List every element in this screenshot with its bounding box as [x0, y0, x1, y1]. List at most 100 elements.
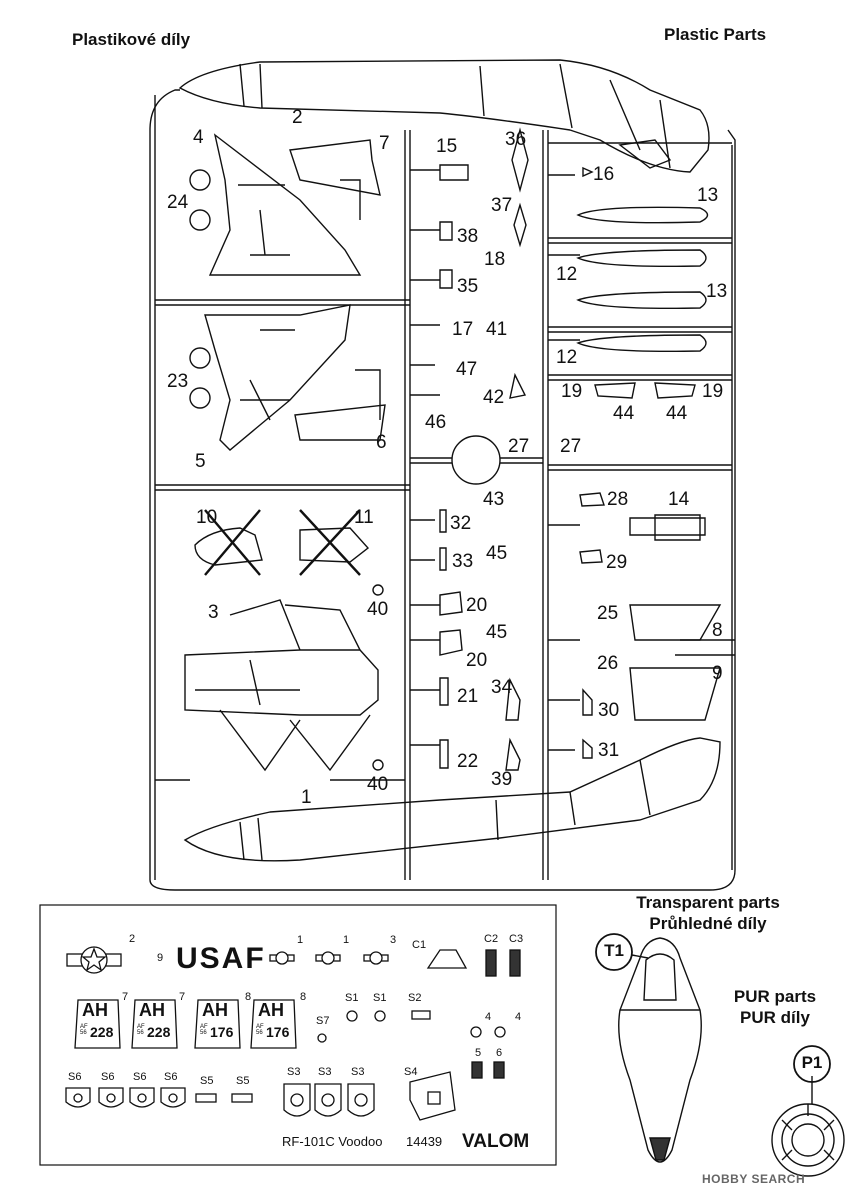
part-number-18: 18: [484, 249, 506, 270]
part-number-25: 25: [597, 603, 619, 624]
decal-label-4: 4: [515, 1011, 522, 1023]
decal-label-8: 8: [300, 991, 307, 1003]
part-number-43: 43: [483, 489, 505, 510]
decal-code-serial: 176: [266, 1024, 290, 1040]
part-number-19: 19: [702, 381, 724, 402]
decal-code-serial: 228: [90, 1024, 114, 1040]
decal-label-1: 1: [343, 934, 350, 946]
part-number-42: 42: [483, 387, 505, 408]
part-number-30: 30: [598, 700, 620, 721]
part-number-16: 16: [593, 164, 615, 185]
part-number-27: 27: [508, 436, 530, 457]
part-number-46: 46: [425, 412, 447, 433]
decal-label-c1: C1: [412, 939, 427, 951]
header-english: Plastic Parts: [664, 25, 767, 44]
decal-label-2: 2: [129, 933, 136, 945]
part-number-20: 20: [466, 650, 488, 671]
part-number-5: 5: [195, 451, 206, 472]
decal-label-s6: S6: [164, 1071, 178, 1083]
product-name: RF-101C Voodoo: [282, 1134, 383, 1149]
decal-label-s6: S6: [101, 1071, 115, 1083]
part-number-26: 26: [597, 653, 619, 674]
decal-code-serial: 228: [147, 1024, 171, 1040]
decal-label-s5: S5: [236, 1075, 250, 1087]
part-p1-label: P1: [801, 1053, 823, 1072]
header-czech: Plastikové díly: [72, 30, 191, 49]
decal-label-9: 9: [157, 952, 164, 964]
brand-logo: VALOM: [462, 1131, 530, 1152]
part-number-38: 38: [457, 226, 479, 247]
part-number-2: 2: [292, 107, 303, 128]
decal-label-4: 4: [485, 1011, 492, 1023]
part-number-15: 15: [436, 136, 458, 157]
watermark: HOBBY SEARCH: [702, 1172, 806, 1186]
part-number-13: 13: [697, 185, 719, 206]
part-number-34: 34: [491, 677, 513, 698]
part-number-47: 47: [456, 359, 478, 380]
part-number-27: 27: [560, 436, 582, 457]
part-number-40: 40: [367, 599, 389, 620]
part-number-45: 45: [486, 622, 508, 643]
decal-label-s6: S6: [133, 1071, 147, 1083]
part-number-41: 41: [486, 319, 508, 340]
decal-code-prefix: AF 56: [137, 1024, 145, 1036]
part-number-21: 21: [457, 686, 479, 707]
part-number-14: 14: [668, 489, 690, 510]
decal-label-s6: S6: [68, 1071, 82, 1083]
part-number-10: 10: [196, 507, 218, 528]
part-number-40: 40: [367, 774, 389, 795]
transparent-parts-cz: Průhledné díly: [649, 914, 767, 933]
part-number-12: 12: [556, 264, 578, 285]
decal-label-s5: S5: [200, 1075, 214, 1087]
decal-label-c2: C2: [484, 933, 499, 945]
part-number-24: 24: [167, 192, 189, 213]
part-number-23: 23: [167, 371, 189, 392]
decal-label-s3: S3: [287, 1066, 301, 1078]
decal-label-7: 7: [179, 991, 186, 1003]
decal-label-s3: S3: [318, 1066, 332, 1078]
part-number-36: 36: [505, 129, 527, 150]
decal-label-s1: S1: [373, 992, 387, 1004]
decal-label-5: 5: [475, 1047, 482, 1059]
decal-label-s2: S2: [408, 992, 422, 1004]
decal-code-top: AH: [202, 1000, 228, 1020]
part-number-7: 7: [379, 133, 390, 154]
decal-label-s3: S3: [351, 1066, 365, 1078]
part-number-35: 35: [457, 276, 479, 297]
part-number-39: 39: [491, 769, 513, 790]
decal-label-s1: S1: [345, 992, 359, 1004]
transparent-parts-heading: Transparent parts Průhledné díly: [616, 892, 800, 934]
part-number-44: 44: [666, 403, 688, 424]
part-number-32: 32: [450, 513, 472, 534]
part-number-3: 3: [208, 602, 219, 623]
part-number-11: 11: [354, 507, 374, 528]
transparent-parts-en: Transparent parts: [636, 893, 780, 912]
part-number-8: 8: [712, 620, 723, 641]
decal-code-prefix: AF 56: [200, 1024, 208, 1036]
part-number-31: 31: [598, 740, 620, 761]
decal-label-c3: C3: [509, 933, 524, 945]
part-number-13: 13: [706, 281, 728, 302]
part-number-6: 6: [376, 432, 387, 453]
decal-label-1: 1: [297, 934, 304, 946]
part-number-19: 19: [561, 381, 583, 402]
part-number-17: 17: [452, 319, 474, 340]
part-number-12: 12: [556, 347, 578, 368]
pur-parts-heading: PUR parts PUR díly: [720, 986, 830, 1028]
decal-code-prefix: AF 56: [80, 1024, 88, 1036]
decal-label-7: 7: [122, 991, 129, 1003]
decal-code-prefix: AF 56: [256, 1024, 264, 1036]
part-number-9: 9: [712, 663, 723, 684]
decal-label-8: 8: [245, 991, 252, 1003]
product-code: 14439: [406, 1134, 443, 1149]
part-number-45: 45: [486, 543, 508, 564]
part-number-29: 29: [606, 552, 628, 573]
decal-code-top: AH: [258, 1000, 284, 1020]
decal-code-top: AH: [139, 1000, 165, 1020]
part-number-20: 20: [466, 595, 488, 616]
decal-label-3: 3: [390, 934, 397, 946]
part-number-33: 33: [452, 551, 474, 572]
part-t1-label: T1: [604, 941, 624, 960]
pur-parts-en: PUR parts: [733, 987, 817, 1006]
